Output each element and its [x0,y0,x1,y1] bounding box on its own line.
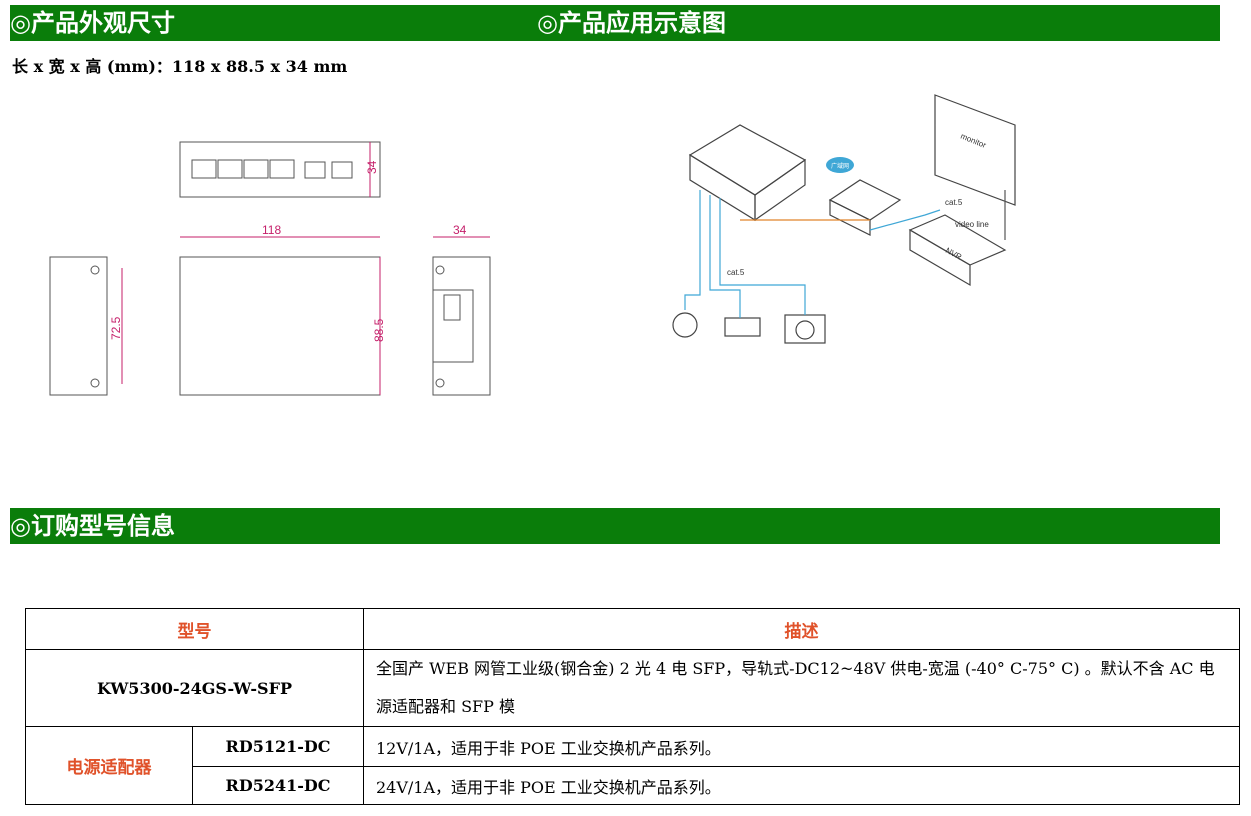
left-height-label: 72.5 [109,316,123,340]
dimensions-section-title: ◎产品外观尺寸 [10,8,175,37]
order-table: 型号 描述 KW5300-24GS-W-SFP 全国产 WEB 网管工业级(钢合… [25,608,1240,805]
cat5-mid-label: cat.5 [727,268,745,277]
monitor [934,94,1016,206]
psu-label-cell: 电源适配器 [25,726,193,805]
switch-device [688,124,807,196]
description-header: 描述 [363,608,1240,650]
right-side-view [432,256,491,396]
dome-camera [672,312,698,338]
wan-cloud-icon [826,157,854,173]
dimensions-text: 长 x 宽 x 高 (mm)：118 x 88.5 x 34 mm [12,57,348,76]
front-view [179,141,381,198]
wan-cloud-label: 广域网 [831,162,849,170]
cat5-top-label: cat.5 [945,198,963,207]
psu-description-cell: 12V/1A，适用于非 POE 工业交换机产品系列。 [363,726,1240,767]
psu-model-cell: RD5241-DC [192,766,364,805]
main-description-cell: 全国产 WEB 网管工业级(钢合金) 2 光 4 电 SFP，导轨式-DC12~… [363,649,1240,727]
dimension-drawings: 34 118 34 72.5 88.5 [49,141,491,396]
left-side-view [49,256,108,396]
side-width-label: 34 [453,223,467,237]
top-depth-label: 88.5 [372,318,386,342]
video-line-label: video line [955,220,989,229]
section-banner-top: ◎产品外观尺寸 ◎产品应用示意图 [10,5,1220,41]
model-header: 型号 [25,608,364,650]
bullet-camera [724,317,761,337]
section-banner-order: ◎订购型号信息 [10,508,1220,544]
top-view [179,256,381,396]
media-converter [828,179,902,221]
order-section-title: ◎订购型号信息 [10,511,175,540]
top-width-label: 118 [262,223,281,237]
main-model-cell: KW5300-24GS-W-SFP [25,649,364,727]
psu-model-cell: RD5121-DC [192,726,364,767]
psu-description-cell: 24V/1A，适用于非 POE 工业交换机产品系列。 [363,766,1240,805]
monitor-label: monitor [959,132,987,150]
application-diagram: monitor NVR cat.5 video line cat.5 广域网 [672,94,1016,344]
front-height-label: 34 [365,160,379,174]
application-section-title: ◎产品应用示意图 [537,8,726,37]
